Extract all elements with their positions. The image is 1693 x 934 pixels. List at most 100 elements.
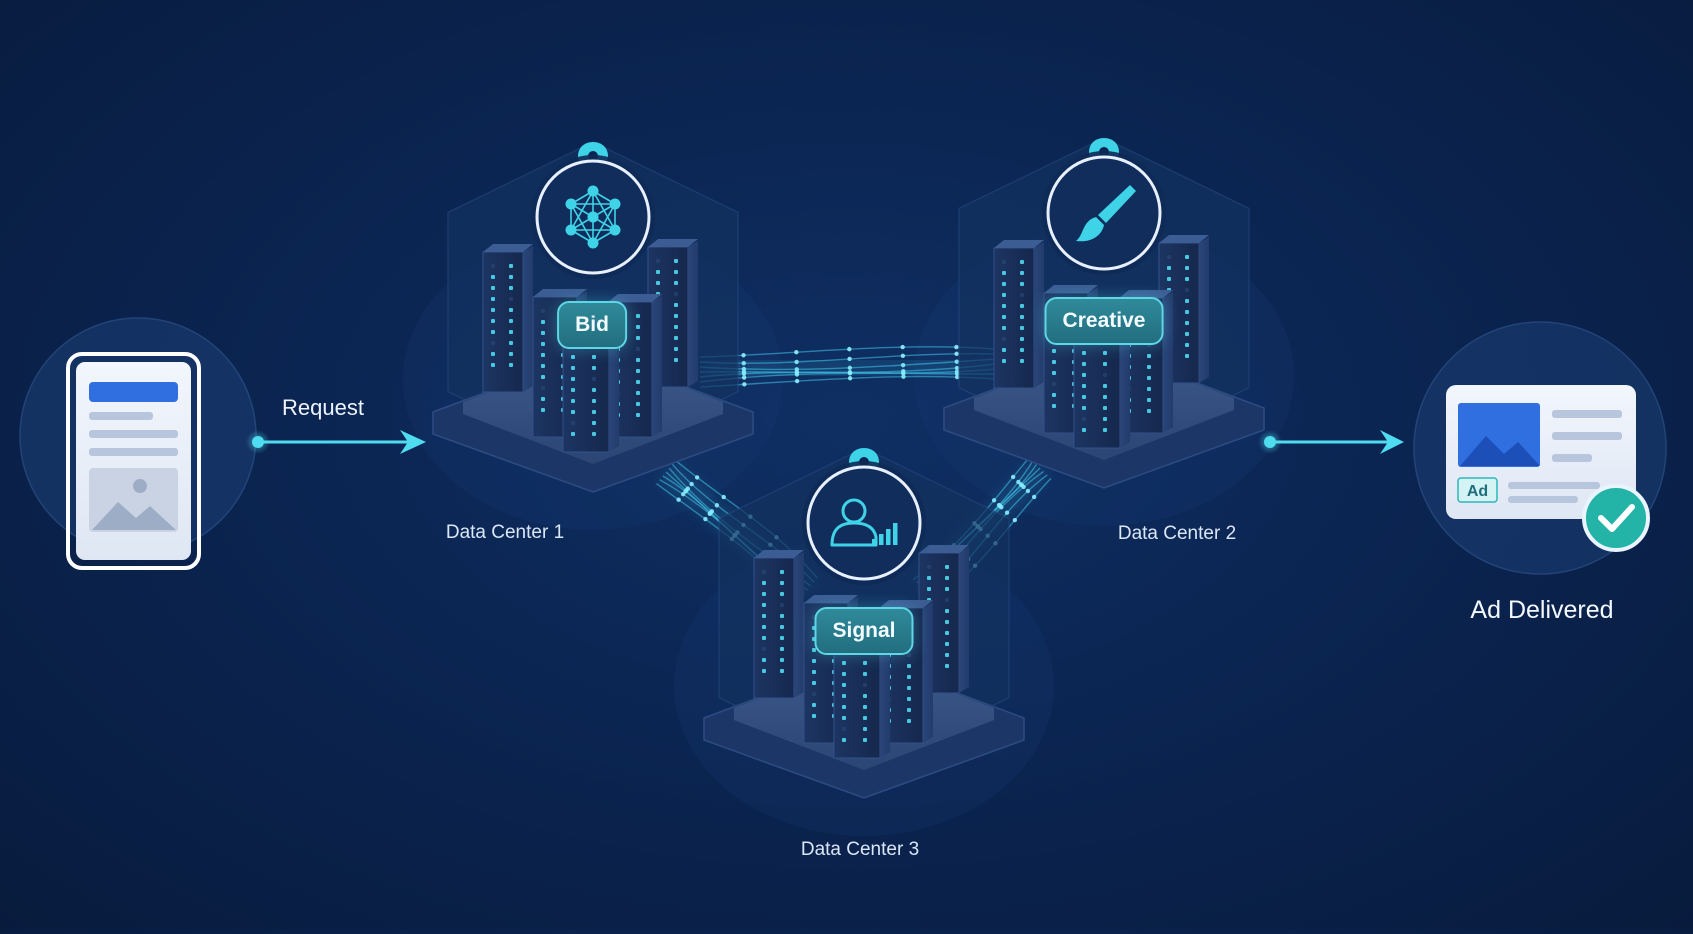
- server-rack-top: [879, 600, 933, 608]
- status-light: [863, 694, 867, 698]
- status-light: [1020, 260, 1024, 264]
- server-rack-side: [1034, 242, 1044, 388]
- status-light: [945, 587, 949, 591]
- status-light: [907, 664, 911, 668]
- status-light: [863, 705, 867, 709]
- status-light: [636, 336, 640, 340]
- status-light: [636, 347, 640, 351]
- status-light: [907, 697, 911, 701]
- status-light: [1147, 409, 1151, 413]
- status-light: [780, 647, 784, 651]
- signal-bar: [893, 523, 898, 545]
- link-sparkle: [1012, 517, 1018, 523]
- data-center-2-label: Data Center 2: [1117, 523, 1237, 544]
- status-light: [1103, 384, 1107, 388]
- service-badge-bid[interactable]: Bid: [557, 301, 627, 349]
- status-light: [1052, 393, 1056, 397]
- server-rack: [482, 251, 524, 393]
- status-light: [509, 297, 513, 301]
- data-center-1[interactable]: [432, 141, 754, 493]
- status-light: [571, 388, 575, 392]
- network-node: [587, 185, 599, 197]
- status-light: [571, 399, 575, 403]
- status-light: [1002, 337, 1006, 341]
- status-light: [491, 308, 495, 312]
- status-light: [571, 410, 575, 414]
- status-light: [674, 347, 678, 351]
- status-light: [592, 366, 596, 370]
- server-rack-top: [1119, 290, 1173, 298]
- status-light: [541, 309, 545, 313]
- status-light: [842, 661, 846, 665]
- status-light: [945, 653, 949, 657]
- networkIcon-wrap: [531, 155, 655, 279]
- phone-header-bar: [89, 382, 178, 402]
- status-light: [863, 661, 867, 665]
- link-sparkle: [741, 353, 746, 358]
- status-light: [863, 716, 867, 720]
- status-light: [1002, 315, 1006, 319]
- mobile-device[interactable]: [19, 317, 257, 570]
- status-light: [541, 331, 545, 335]
- status-light: [945, 576, 949, 580]
- status-light: [780, 669, 784, 673]
- status-light: [509, 352, 513, 356]
- ad-text-line: [1508, 496, 1578, 503]
- service-badge-signal[interactable]: Signal: [814, 607, 914, 655]
- brushIcon-wrap: [1042, 151, 1166, 275]
- status-light: [762, 603, 766, 607]
- status-light: [541, 320, 545, 324]
- status-light: [592, 377, 596, 381]
- server-rack-side: [652, 296, 662, 437]
- status-light: [1020, 282, 1024, 286]
- signal-bar: [879, 534, 884, 545]
- status-light: [1103, 395, 1107, 399]
- status-light: [1002, 359, 1006, 363]
- link-sparkle: [794, 350, 799, 355]
- status-light: [812, 648, 816, 652]
- status-light: [1020, 326, 1024, 330]
- neural-network-icon: [565, 185, 621, 249]
- status-light: [863, 738, 867, 742]
- status-light: [842, 672, 846, 676]
- status-light: [636, 380, 640, 384]
- status-light: [945, 598, 949, 602]
- status-light: [491, 352, 495, 356]
- status-light: [571, 432, 575, 436]
- status-light: [541, 408, 545, 412]
- status-light: [491, 363, 495, 367]
- status-light: [1020, 304, 1024, 308]
- status-light: [491, 341, 495, 345]
- status-light: [762, 581, 766, 585]
- status-light: [636, 358, 640, 362]
- ad-text-line: [1508, 482, 1600, 489]
- status-light: [592, 399, 596, 403]
- status-light: [1103, 351, 1107, 355]
- ad-delivered-label: Ad Delivered: [1470, 596, 1614, 624]
- network-edge: [592, 190, 616, 231]
- status-light: [1020, 359, 1024, 363]
- delivery-arrow: [1258, 430, 1404, 454]
- network-edge: [570, 203, 594, 244]
- ad-delivered-card[interactable]: Ad: [1413, 321, 1667, 575]
- phone-frame: [66, 352, 201, 570]
- brush-tip: [1076, 217, 1104, 242]
- phone-text-line: [89, 412, 153, 420]
- status-light: [592, 432, 596, 436]
- status-light: [1185, 310, 1189, 314]
- status-light: [571, 366, 575, 370]
- status-light: [656, 259, 660, 263]
- status-light: [1020, 348, 1024, 352]
- status-light: [1167, 266, 1171, 270]
- status-light: [780, 636, 784, 640]
- status-light: [1052, 360, 1056, 364]
- server-rack-top: [919, 545, 969, 553]
- status-light: [1020, 337, 1024, 341]
- status-light: [927, 587, 931, 591]
- status-light: [1082, 384, 1086, 388]
- status-light: [1103, 417, 1107, 421]
- status-light: [762, 625, 766, 629]
- status-light: [945, 664, 949, 668]
- status-light: [592, 388, 596, 392]
- service-badge-creative[interactable]: Creative: [1044, 297, 1164, 345]
